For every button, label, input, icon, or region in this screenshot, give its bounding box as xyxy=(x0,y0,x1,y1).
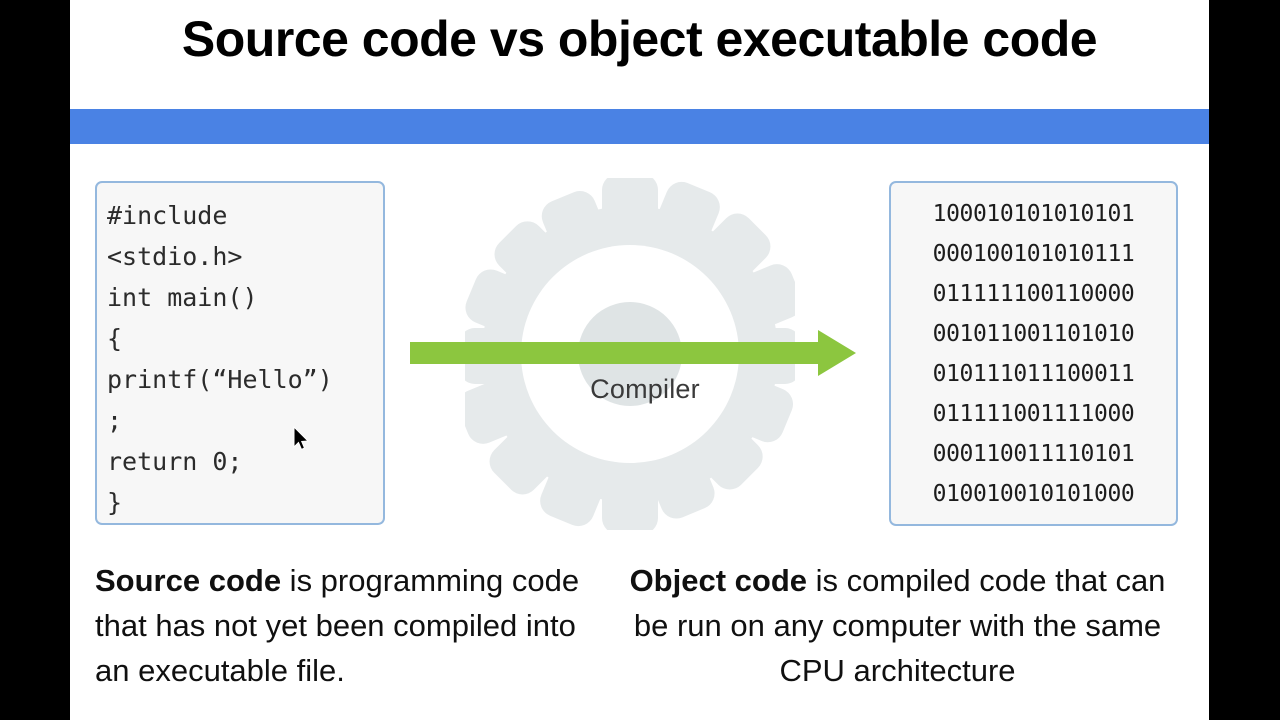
binary-line: 100010101010101 xyxy=(932,201,1135,227)
source-code-line: #include xyxy=(107,201,228,230)
page-title: Source code vs object executable code xyxy=(181,11,1098,67)
object-code-caption: Object code is compiled code that can be… xyxy=(615,558,1180,693)
source-code-caption: Source code is programming code that has… xyxy=(95,558,595,693)
binary-line: 010010010101000 xyxy=(932,481,1135,507)
source-code-panel[interactable]: #include <stdio.h> int main() { printf(“… xyxy=(95,181,385,525)
mouse-pointer-icon xyxy=(293,426,310,451)
binary-line: 000100101010111 xyxy=(932,241,1135,267)
slide-canvas: Source code vs object executable code #i… xyxy=(70,0,1209,720)
source-code-line: printf(“Hello”) xyxy=(107,365,333,394)
source-code-line: return 0; xyxy=(107,447,243,476)
accent-divider-bar xyxy=(70,109,1209,144)
source-code-line: int main() xyxy=(107,283,258,312)
compiler-graphic: Compiler xyxy=(410,178,880,530)
object-code-caption-bold: Object code xyxy=(629,563,807,598)
binary-line: 001011001101010 xyxy=(932,321,1135,347)
source-code-line: } xyxy=(107,488,123,517)
compile-arrow-icon xyxy=(410,330,856,376)
source-code-line: <stdio.h> xyxy=(107,242,243,271)
compiler-label: Compiler xyxy=(590,374,700,404)
source-code-caption-bold: Source code xyxy=(95,563,282,598)
binary-line: 010111011100011 xyxy=(932,361,1135,387)
binary-line: 011111100110000 xyxy=(932,281,1135,307)
binary-line: 000110011110101 xyxy=(932,441,1135,467)
source-code-caption-text: is programming code that has not yet bee… xyxy=(95,563,580,688)
object-code-caption-text: is compiled code that can be run on any … xyxy=(633,563,1166,688)
source-code-line: { xyxy=(107,324,123,353)
object-code-panel[interactable]: 100010101010101 000100101010111 01111110… xyxy=(889,181,1178,526)
binary-line: 011111001111000 xyxy=(932,401,1135,427)
source-code-line: ; xyxy=(107,406,123,435)
